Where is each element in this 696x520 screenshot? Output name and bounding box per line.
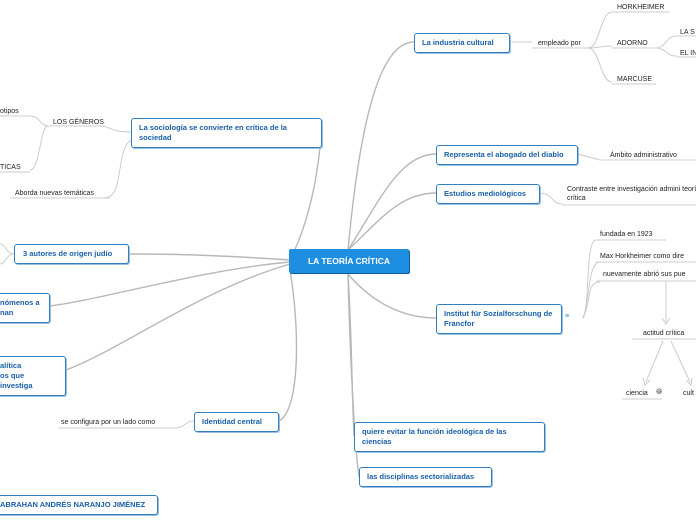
leaf-actitud[interactable]: actitud crítica [643,330,685,337]
leaf-adorno[interactable]: ADORNO [617,40,648,47]
node-fenomenos-line1: nómenos a [0,298,40,307]
node-fenomenos[interactable]: nómenos a nan [0,293,50,323]
notes-icon[interactable]: ≡ [565,313,570,320]
node-analitica-line1: alítica [0,361,22,370]
node-autores-judio[interactable]: 3 autores de origen judío [14,244,129,264]
node-fenomenos-line2: nan [0,308,14,317]
leaf-empleado-por[interactable]: empleado por [538,40,581,47]
node-industria-cultural[interactable]: La industria cultural [414,33,510,53]
leaf-horkheimer[interactable]: HORKHEIMER [617,4,665,11]
leaf-la-s[interactable]: LA S [680,29,695,36]
leaf-ticas[interactable]: TICAS [0,164,21,171]
leaf-contraste[interactable]: Contraste entre investigación admini teo… [567,186,696,202]
node-disciplinas[interactable]: las disciplinas sectorializadas [359,467,492,487]
node-evitar-funcion[interactable]: quiere evitar la función ideológica de l… [354,422,545,452]
node-analitica-line2: os que investiga [0,371,33,390]
leaf-otipos[interactable]: otipos [0,108,19,115]
leaf-los-generos[interactable]: LOS GÉNEROS [53,119,104,126]
leaf-marcuse[interactable]: MARCUSE [617,76,653,83]
leaf-configura[interactable]: se configura por un lado como [61,419,156,426]
leaf-cult[interactable]: cult [683,390,694,397]
node-analitica[interactable]: alítica os que investiga [0,356,66,396]
node-institut[interactable]: Institut für Sozialforschung de Francfor [436,304,562,334]
leaf-el-in[interactable]: EL IN [680,50,696,57]
leaf-ambito[interactable]: Ámbito administrativo [610,152,677,159]
leaf-ciencia[interactable]: ciencia [626,390,648,397]
leaf-max[interactable]: Max Horkheimer como dire [600,253,685,260]
leaf-aborda[interactable]: Aborda nuevas temáticas [15,190,94,197]
leaf-nuevamente[interactable]: nuevamente abrió sus pue [603,271,686,278]
node-identidad-central[interactable]: Identidad central [194,412,279,432]
node-autor-nombre[interactable]: ABRAHAN ANDRÉS NARANJO JIMÉNEZ [0,495,158,515]
node-sociologia[interactable]: La sociología se convierte en crítica de… [131,118,322,148]
central-topic[interactable]: LA TEORÍA CRÍTICA [289,249,409,273]
node-estudios-mediologicos[interactable]: Estudios mediológicos [436,184,540,204]
globe-icon[interactable]: 🌐︎ [656,387,663,396]
leaf-fundada[interactable]: fundada en 1923 [600,231,653,238]
node-abogado-diablo[interactable]: Representa el abogado del diablo [436,145,578,165]
